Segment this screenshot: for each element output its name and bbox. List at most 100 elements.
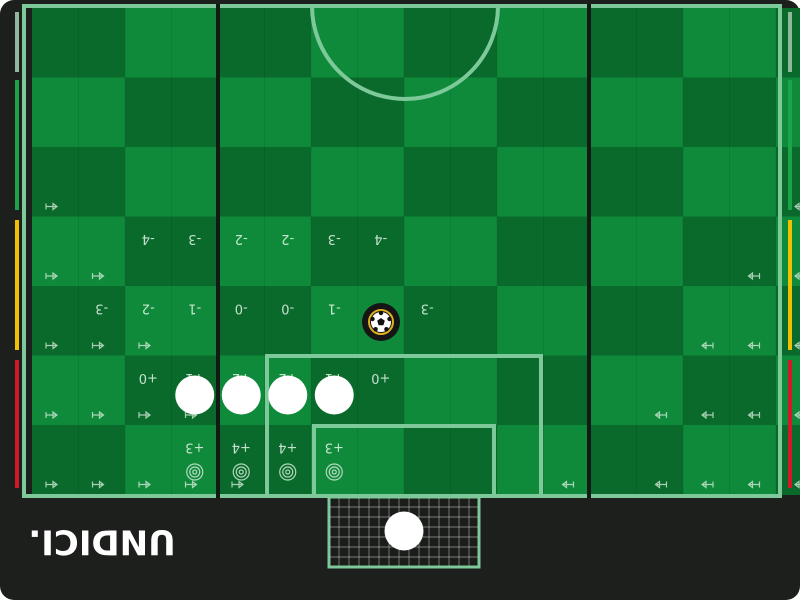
pitch-cell	[32, 78, 79, 148]
zone-value-label: -3	[421, 301, 434, 316]
pitch-cell	[218, 217, 265, 287]
pitch-cell	[497, 425, 544, 495]
pitch-cell	[590, 286, 637, 356]
pitch-cell	[590, 425, 637, 495]
pitch-cell	[544, 147, 591, 217]
pitch-cell	[683, 217, 730, 287]
side-bar-left	[15, 80, 19, 210]
pitch-cell	[730, 78, 777, 148]
pitch-cell	[218, 286, 265, 356]
pitch-cell	[404, 217, 451, 287]
pitch-cell	[172, 8, 219, 78]
pitch-cell	[637, 217, 684, 287]
pitch-cell	[125, 147, 172, 217]
pitch-cell	[218, 147, 265, 217]
pitch-cell	[172, 286, 219, 356]
pitch-cell	[404, 425, 451, 495]
pitch-cell	[451, 425, 498, 495]
area-value-label: +3	[185, 440, 204, 455]
zone-value-label: -0	[235, 301, 248, 316]
pitch-cell	[311, 286, 358, 356]
brand-logo: UNDICI.	[28, 522, 175, 562]
zone-value-label: -1	[328, 301, 341, 316]
pitch-cell	[404, 286, 451, 356]
pitch-cell	[265, 425, 312, 495]
pitch-cell	[79, 147, 126, 217]
area-value-label: +0	[371, 370, 390, 385]
zone-value-label: -3	[188, 231, 201, 246]
pitch-cell	[590, 147, 637, 217]
pitch-cell	[265, 286, 312, 356]
pitch-cell	[172, 78, 219, 148]
pitch-cell	[683, 78, 730, 148]
pitch-cell	[265, 217, 312, 287]
pitch-cell	[311, 217, 358, 287]
pitch-cell	[311, 78, 358, 148]
pitch-cell	[637, 286, 684, 356]
ball-patch	[379, 311, 383, 315]
pitch-cell	[358, 356, 405, 426]
pitch-cell	[172, 217, 219, 287]
zone-value-label: -4	[142, 231, 155, 246]
pitch-cell	[79, 8, 126, 78]
zone-value-label: -1	[188, 301, 201, 316]
pitch-cell	[451, 286, 498, 356]
side-bar-right	[788, 80, 792, 210]
zone-value-label: -3	[328, 231, 341, 246]
pitch-cell	[730, 8, 777, 78]
pitch-cell	[451, 217, 498, 287]
zone-value-label: -3	[95, 301, 108, 316]
area-value-label: +3	[325, 440, 344, 455]
pitch-cell	[544, 217, 591, 287]
pitch-cell	[730, 147, 777, 217]
pitch-cell	[637, 8, 684, 78]
area-value-label: +0	[139, 370, 158, 385]
zone-value-label: -2	[235, 231, 248, 246]
pitch-cell	[265, 8, 312, 78]
pitch-cell	[683, 8, 730, 78]
pitch-cell	[404, 356, 451, 426]
pitch-cell	[497, 147, 544, 217]
side-bar-left	[15, 220, 19, 350]
side-bar-left	[15, 12, 19, 72]
zone-value-label: -0	[281, 301, 294, 316]
pitch-cell	[451, 147, 498, 217]
ball-patch	[387, 317, 391, 321]
pitch-cell	[358, 425, 405, 495]
pitch-cell	[590, 217, 637, 287]
pitch-cell	[125, 8, 172, 78]
area-value-label: +4	[232, 440, 251, 455]
pitch-cell	[358, 147, 405, 217]
pitch-cell	[218, 78, 265, 148]
side-bar-right	[788, 360, 792, 488]
pitch-cell	[590, 8, 637, 78]
pitch-cells	[32, 8, 800, 495]
pitch-cell	[497, 8, 544, 78]
ball-patch	[373, 327, 377, 331]
pitch-cell	[451, 78, 498, 148]
soccer-ball-icon[interactable]	[362, 303, 400, 341]
pitch-cell	[125, 217, 172, 287]
pitch-cell	[311, 147, 358, 217]
side-bar-left	[15, 360, 19, 488]
zone-value-label: -4	[374, 231, 387, 246]
pitch-cell	[544, 78, 591, 148]
pitch-cell	[683, 147, 730, 217]
player-token	[175, 376, 214, 415]
soccer-ball	[362, 303, 400, 341]
pitch-cell	[637, 78, 684, 148]
pitch-cell	[172, 147, 219, 217]
goalkeeper-token	[385, 512, 424, 551]
pitch-cell	[358, 217, 405, 287]
pitch-cell	[125, 78, 172, 148]
ball-patch	[370, 317, 374, 321]
pitch-cell	[497, 78, 544, 148]
area-value-label: +4	[278, 440, 297, 455]
player-token	[268, 376, 307, 415]
pitch-cell	[404, 78, 451, 148]
pitch-cell	[544, 356, 591, 426]
goal-token	[385, 512, 424, 551]
pitch-cell	[497, 217, 544, 287]
pitch-cell	[265, 78, 312, 148]
